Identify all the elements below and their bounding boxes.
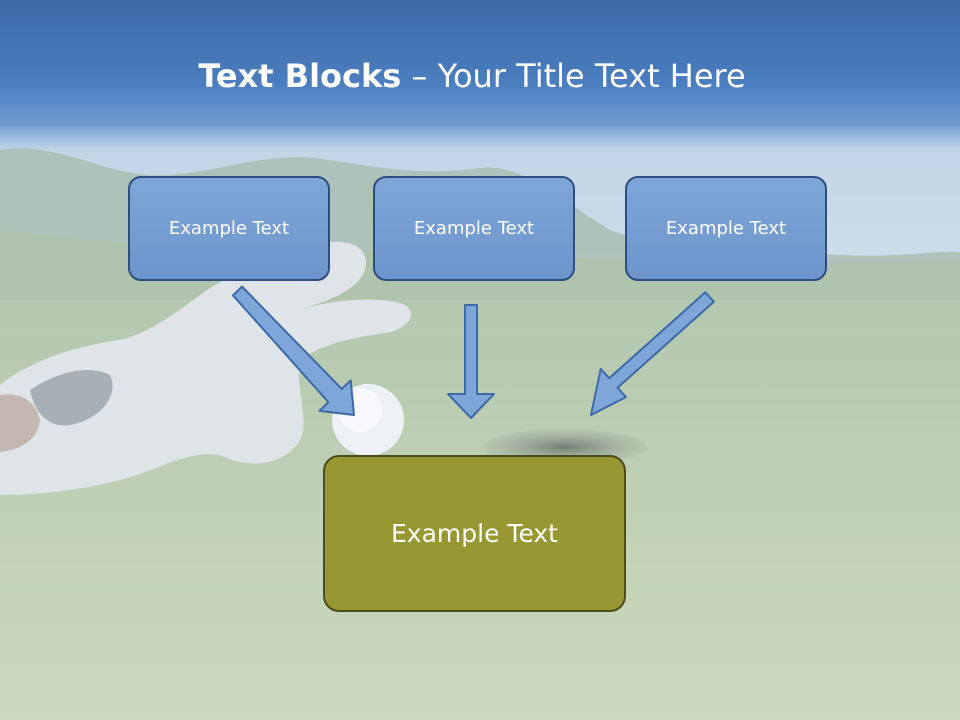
title-bold-part: Text Blocks: [198, 57, 402, 95]
slide-title: Text Blocks – Your Title Text Here: [0, 52, 944, 100]
text-block-3[interactable]: Example Text: [625, 176, 827, 281]
arrow-right: [590, 291, 715, 416]
arrow-left: [232, 285, 355, 416]
target-block-label: Example Text: [391, 519, 558, 548]
text-block-2[interactable]: Example Text: [373, 176, 575, 281]
title-rest: Your Title Text Here: [437, 57, 746, 95]
text-block-3-label: Example Text: [665, 218, 787, 239]
title-band: [0, 0, 960, 150]
text-block-1-label: Example Text: [168, 218, 290, 239]
text-block-2-label: Example Text: [413, 218, 535, 239]
text-block-1[interactable]: Example Text: [128, 176, 330, 281]
title-dash: –: [401, 57, 438, 95]
arrow-middle: [447, 304, 495, 419]
target-block[interactable]: Example Text: [323, 455, 626, 612]
